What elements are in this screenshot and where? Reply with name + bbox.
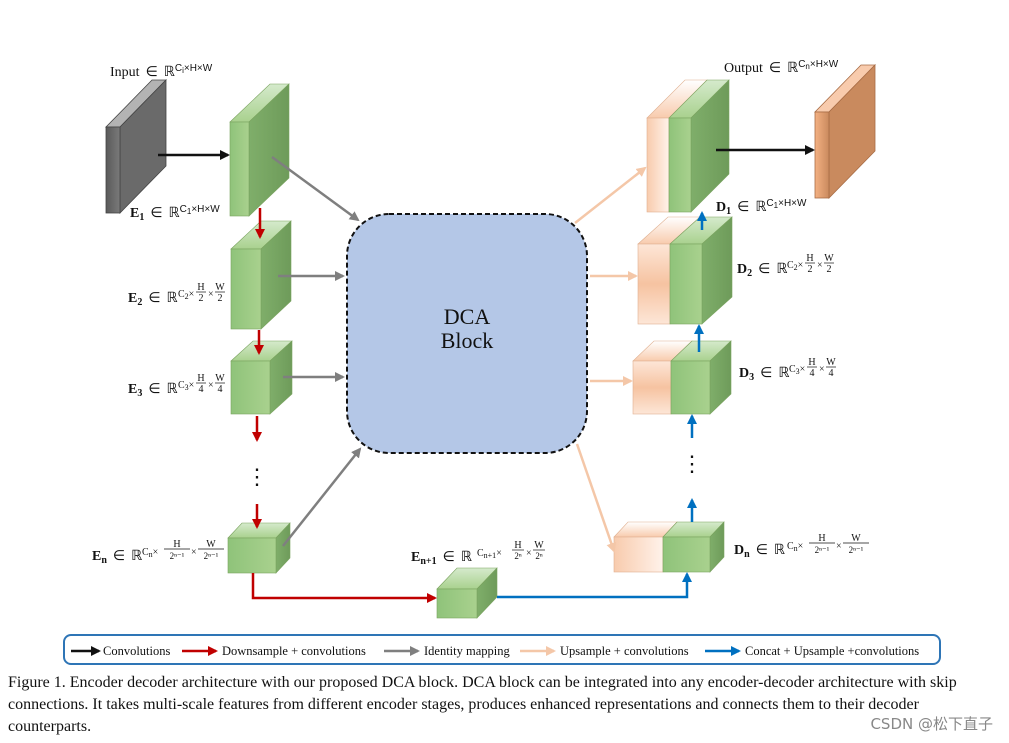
svg-text:W: W: [824, 253, 834, 264]
encoder-block-en: [227, 522, 291, 574]
svg-text:2: 2: [827, 264, 832, 275]
legend-convolutions-label: Convolutions: [103, 644, 171, 658]
svg-text:×: ×: [208, 289, 214, 300]
dca-block-title-line1: DCA: [444, 304, 491, 329]
svg-text:2ⁿ⁻¹: 2ⁿ⁻¹: [815, 545, 830, 555]
decoder-block-d1: [646, 79, 730, 213]
svg-text:×: ×: [817, 260, 823, 271]
svg-text:E3∈ℝ: E3∈ℝ: [128, 382, 178, 399]
svg-text:W: W: [206, 539, 216, 550]
svg-text:C2×: C2×: [787, 260, 803, 272]
svg-text:4: 4: [199, 384, 204, 395]
svg-text:H: H: [806, 253, 813, 264]
svg-text:H: H: [197, 373, 204, 384]
svg-text:Cn×: Cn×: [142, 547, 158, 559]
input-label: Input∈ℝCi×H×W: [110, 63, 213, 80]
arrow-dca-to-d1: [574, 166, 647, 224]
svg-text:2ⁿ: 2ⁿ: [535, 551, 543, 561]
svg-text:4: 4: [218, 384, 223, 395]
svg-text:C2×: C2×: [178, 289, 194, 301]
svg-text:×: ×: [191, 547, 197, 558]
dca-block: DCA Block: [346, 213, 588, 454]
dca-block-title-line2: Block: [441, 328, 494, 353]
svg-text:4: 4: [810, 368, 815, 379]
svg-text:H: H: [808, 357, 815, 368]
svg-text:E2∈ℝ: E2∈ℝ: [128, 291, 178, 308]
input-tensor: [105, 79, 167, 214]
legend: Convolutions Downsample + convolutions I…: [63, 634, 941, 665]
d3-label: D3∈ℝ C3× H 4 × W 4: [739, 357, 836, 383]
svg-text:W: W: [826, 357, 836, 368]
svg-text:×: ×: [208, 380, 214, 391]
watermark: CSDN @松下直子: [868, 713, 995, 734]
en1-label: En+1∈ℝ Cn+1× H 2ⁿ × W 2ⁿ: [411, 540, 545, 567]
svg-text:En∈ℝ: En∈ℝ: [92, 549, 142, 566]
dn-label: Dn∈ℝ Cn× H 2ⁿ⁻¹ × W 2ⁿ⁻¹: [734, 533, 869, 560]
svg-text:C3×: C3×: [178, 380, 194, 392]
encoder-block-e3: [230, 340, 293, 415]
svg-text:×: ×: [819, 364, 825, 375]
svg-text:W: W: [851, 533, 861, 544]
output-tensor: [814, 64, 876, 199]
svg-text:H: H: [514, 540, 521, 551]
e1-label: E1∈ℝC1×H×W: [130, 204, 220, 223]
legend-upsample-label: Upsample + convolutions: [560, 644, 689, 658]
e3-label: E3∈ℝ C3× H 4 × W 4: [128, 373, 225, 399]
arrow-en-to-en1: [251, 573, 437, 603]
arrow-en1-to-dn: [497, 572, 692, 599]
arrow-e1-to-dca: [271, 155, 360, 222]
svg-text:W: W: [534, 540, 544, 551]
svg-text:×: ×: [526, 548, 532, 559]
svg-text:Cn×: Cn×: [787, 541, 803, 553]
d1-label: D1∈ℝC1×H×W: [716, 198, 807, 217]
svg-text:D3∈ℝ: D3∈ℝ: [739, 366, 789, 383]
svg-text:2: 2: [808, 264, 813, 275]
svg-text:Dn∈ℝ: Dn∈ℝ: [734, 543, 785, 560]
svg-text:En+1∈ℝ: En+1∈ℝ: [411, 550, 472, 567]
svg-text:H: H: [197, 282, 204, 293]
svg-text:W: W: [215, 282, 225, 293]
arrow-dca-to-dn: [575, 443, 617, 553]
legend-downsample-label: Downsample + convolutions: [222, 644, 366, 658]
svg-text:2ⁿ⁻¹: 2ⁿ⁻¹: [170, 551, 185, 561]
encoder-block-e1: [229, 83, 290, 217]
figure-caption: Figure 1. Encoder decoder architecture w…: [8, 674, 957, 735]
en-label: En∈ℝ Cn× H 2ⁿ⁻¹ × W 2ⁿ⁻¹: [92, 539, 224, 566]
svg-text:H: H: [818, 533, 825, 544]
svg-text:×: ×: [836, 541, 842, 552]
d2-label: D2∈ℝ C2× H 2 × W 2: [737, 253, 834, 279]
svg-text:2: 2: [199, 293, 204, 304]
svg-text:W: W: [215, 373, 225, 384]
svg-text:2: 2: [218, 293, 223, 304]
decoder-block-d2: [637, 216, 733, 325]
encoder-ellipsis: ⋮: [246, 464, 268, 489]
legend-identity-label: Identity mapping: [424, 644, 510, 658]
legend-concat-label: Concat + Upsample +convolutions: [745, 644, 919, 658]
decoder-block-dn: [613, 521, 725, 573]
e2-label: E2∈ℝ C2× H 2 × W 2: [128, 282, 225, 308]
svg-text:H: H: [173, 539, 180, 550]
legend-frame: [63, 634, 941, 665]
svg-text:2ⁿ⁻¹: 2ⁿ⁻¹: [849, 545, 864, 555]
svg-text:4: 4: [829, 368, 834, 379]
output-label: Output∈ℝCn×H×W: [724, 59, 839, 76]
encoder-block-en1: [436, 567, 498, 619]
decoder-block-d3: [632, 340, 732, 415]
svg-text:C3×: C3×: [789, 364, 805, 376]
arrow-en-to-dca: [282, 447, 362, 547]
svg-text:2ⁿ⁻¹: 2ⁿ⁻¹: [204, 551, 219, 561]
decoder-ellipsis: ⋮: [681, 451, 703, 476]
svg-text:D2∈ℝ: D2∈ℝ: [737, 262, 787, 279]
svg-text:2ⁿ: 2ⁿ: [514, 551, 522, 561]
svg-text:Cn+1×: Cn+1×: [477, 548, 502, 560]
